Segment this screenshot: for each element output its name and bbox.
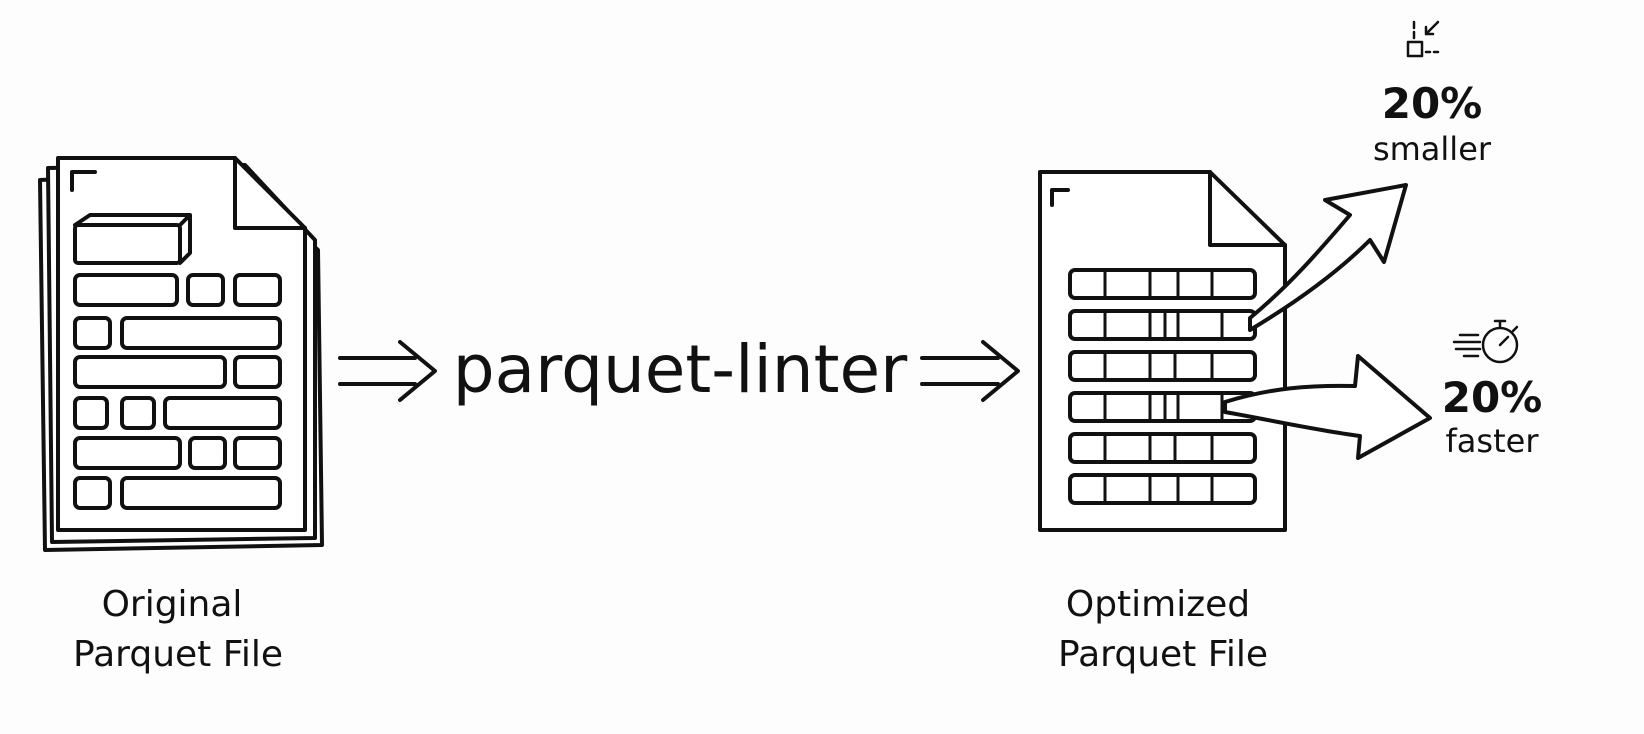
row-group xyxy=(1068,473,1257,505)
stopwatch-icon xyxy=(1452,319,1519,364)
row-group xyxy=(1068,432,1257,464)
optimized-label-line1: Optimized xyxy=(1066,584,1250,625)
curved-arrow-up-icon xyxy=(1248,183,1408,332)
optimized-label-line2: Parquet File xyxy=(1058,634,1268,675)
speed-gain-value: 20% xyxy=(1442,373,1543,422)
row-group xyxy=(1068,350,1257,382)
compress-icon xyxy=(1406,20,1440,58)
optimized-parquet-file-icon xyxy=(1038,170,1287,532)
arrow-right-icon xyxy=(338,340,437,402)
arrow-right-icon xyxy=(920,340,1020,402)
speed-gain-label: faster xyxy=(1446,422,1540,460)
original-label-line2: Parquet File xyxy=(73,634,283,675)
original-label-line1: Original xyxy=(102,584,243,625)
row-group xyxy=(1068,268,1257,300)
curved-arrow-right-icon xyxy=(1223,354,1432,460)
original-parquet-file-icon xyxy=(38,156,324,552)
size-reduction-value: 20% xyxy=(1382,79,1483,128)
tool-name: parquet-linter xyxy=(453,331,908,408)
size-reduction-label: smaller xyxy=(1373,130,1492,168)
